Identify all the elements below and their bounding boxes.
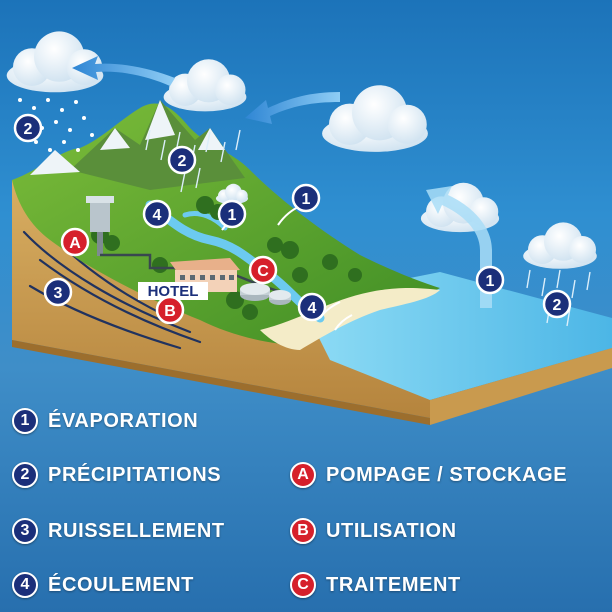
sky-arrow-left <box>72 56 175 86</box>
legend-badge-3: 3 <box>12 518 38 544</box>
marker-evaporation-air: 1 <box>291 183 321 213</box>
legend-label-precipitations: PRÉCIPITATIONS <box>48 463 222 486</box>
legend-item-precipitations: 2 PRÉCIPITATIONS <box>12 462 221 488</box>
marker-traitement: C <box>248 255 278 285</box>
legend-label-pompage: POMPAGE / STOCKAGE <box>326 463 568 486</box>
hotel-sign: HOTEL <box>148 283 199 300</box>
legend-item-traitement: C TRAITEMENT <box>290 572 461 598</box>
soil-front-face <box>12 340 430 425</box>
hotel-building <box>170 258 240 292</box>
trees <box>91 196 362 320</box>
legend-badge-4: 4 <box>12 572 38 598</box>
svg-text:4: 4 <box>308 300 317 317</box>
legend-badge-2: 2 <box>12 462 38 488</box>
sea-evaporation-arrow <box>426 186 492 308</box>
legend-item-evaporation: 1 ÉVAPORATION <box>12 408 198 434</box>
svg-text:1: 1 <box>486 273 495 290</box>
legend-label-traitement: TRAITEMENT <box>326 573 461 596</box>
marker-ruissellement: 3 <box>43 277 73 307</box>
marker-precipitation-mountain: 2 <box>167 145 197 175</box>
svg-text:A: A <box>69 235 81 252</box>
marker-evaporation-valley: 1 <box>217 199 247 229</box>
svg-text:1: 1 <box>302 191 311 208</box>
svg-text:2: 2 <box>24 121 33 138</box>
river <box>145 200 325 323</box>
sea-bed <box>430 348 612 425</box>
treatment-tanks <box>240 283 291 305</box>
rain <box>145 129 591 327</box>
sky-arrow-mid <box>245 92 340 124</box>
legend-label-ruissellement: RUISSELLEMENT <box>48 519 225 542</box>
beach <box>260 288 440 350</box>
legend-badge-b: B <box>290 518 316 544</box>
svg-text:C: C <box>257 263 269 280</box>
legend-label-evaporation: ÉVAPORATION <box>48 409 199 432</box>
legend-label-ecoulement: ÉCOULEMENT <box>48 573 194 596</box>
marker-evaporation-sea: 1 <box>475 265 505 295</box>
river-branch <box>182 211 228 231</box>
svg-text:2: 2 <box>553 297 562 314</box>
legend-item-utilisation: B UTILISATION <box>290 518 457 544</box>
marker-utilisation: B <box>155 295 185 325</box>
marker-ecoulement-river: 4 <box>297 292 327 322</box>
marker-pompage: A <box>60 227 90 257</box>
svg-text:2: 2 <box>178 153 187 170</box>
legend-badge-a: A <box>290 462 316 488</box>
svg-text:B: B <box>164 303 176 320</box>
svg-text:1: 1 <box>228 207 237 224</box>
svg-text:3: 3 <box>54 285 63 302</box>
legend-item-ecoulement: 4 ÉCOULEMENT <box>12 572 194 598</box>
legend-item-pompage: A POMPAGE / STOCKAGE <box>290 462 567 488</box>
marker-precipitation-sea: 2 <box>542 289 572 319</box>
legend-badge-c: C <box>290 572 316 598</box>
mountains <box>30 100 245 190</box>
marker-evaporation-snow: 2 <box>13 113 43 143</box>
water-tower <box>86 196 114 256</box>
legend-label-utilisation: UTILISATION <box>326 519 457 542</box>
marker-ecoulement-top: 4 <box>142 199 172 229</box>
legend-badge-1: 1 <box>12 408 38 434</box>
svg-text:4: 4 <box>153 207 162 224</box>
legend-item-ruissellement: 3 RUISSELLEMENT <box>12 518 225 544</box>
hotel-sign-box <box>138 282 208 300</box>
